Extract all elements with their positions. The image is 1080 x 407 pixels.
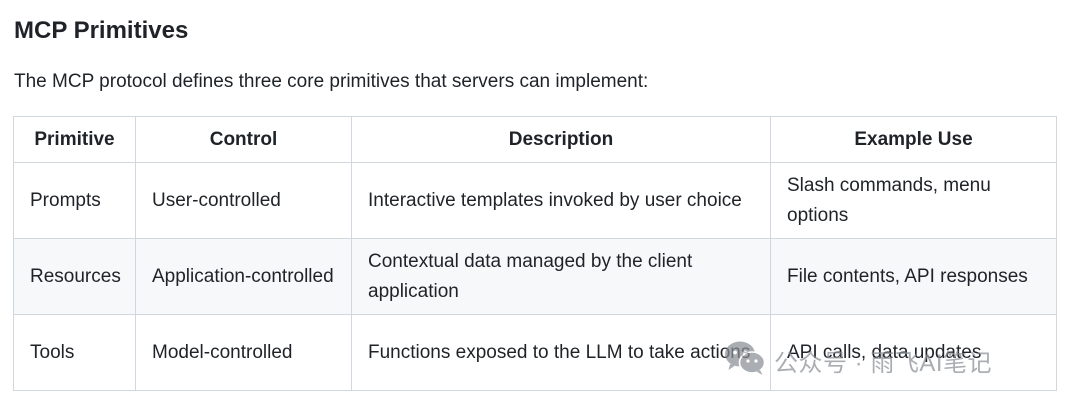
primitives-table: Primitive Control Description Example Us… — [13, 116, 1057, 391]
column-header-primitive: Primitive — [13, 116, 136, 163]
cell-control: Application-controlled — [135, 238, 352, 315]
cell-primitive: Tools — [13, 314, 136, 391]
intro-paragraph: The MCP protocol defines three core prim… — [14, 71, 649, 92]
column-header-example-use: Example Use — [770, 116, 1057, 163]
cell-primitive: Resources — [13, 238, 136, 315]
table-row: Tools Model-controlled Functions exposed… — [13, 314, 1057, 391]
table-row: Resources Application-controlled Context… — [13, 238, 1057, 315]
cell-description: Interactive templates invoked by user ch… — [351, 162, 771, 239]
table-row: Prompts User-controlled Interactive temp… — [13, 162, 1057, 239]
column-header-description: Description — [351, 116, 771, 163]
cell-example-use: Slash commands, menu options — [770, 162, 1057, 239]
table-header-row: Primitive Control Description Example Us… — [13, 116, 1057, 163]
cell-primitive: Prompts — [13, 162, 136, 239]
cell-description: Functions exposed to the LLM to take act… — [351, 314, 771, 391]
cell-example-use: File contents, API responses — [770, 238, 1057, 315]
cell-description: Contextual data managed by the client ap… — [351, 238, 771, 315]
cell-example-use: API calls, data updates — [770, 314, 1057, 391]
cell-control: Model-controlled — [135, 314, 352, 391]
column-header-control: Control — [135, 116, 352, 163]
page-title: MCP Primitives — [14, 17, 189, 44]
cell-control: User-controlled — [135, 162, 352, 239]
